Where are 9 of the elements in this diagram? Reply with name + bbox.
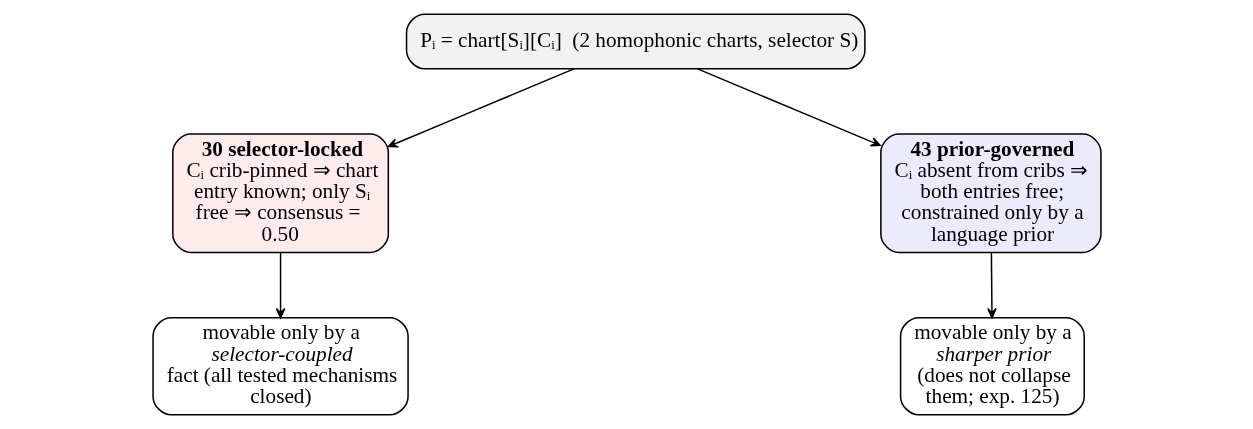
arrow [275,252,285,319]
node-box: movable only by a sharper prior (does not collapse them; exp. 125) [899,316,1085,416]
arrow [696,68,881,147]
node-box: 43 prior-governed Cᵢ absent from cribs ⇒ both entries free; constrained only by a language prior [879,133,1102,254]
node-box: Pᵢ = chart[Sᵢ][Cᵢ] (2 homophonic charts, selector S) [405,13,866,70]
arrow [986,252,997,319]
node-box: movable only by a selector-coupled fact (all tested mechanisms closed) [151,316,409,416]
node-box: 30 selector-locked Cᵢ crib-pinned ⇒ chart entry known; only Sᵢ free ⇒ consensus = 0.50 [171,133,389,254]
arrow [387,68,575,148]
